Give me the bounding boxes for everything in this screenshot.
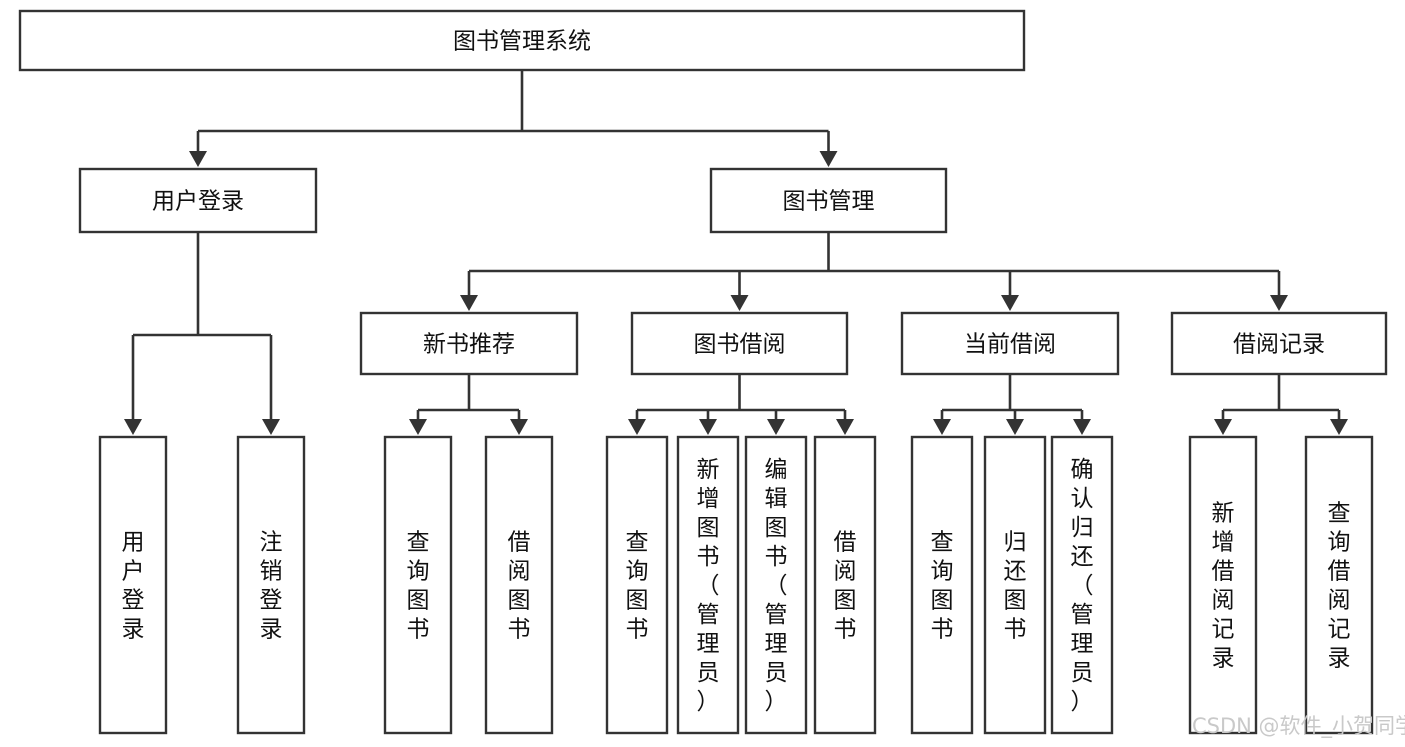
arrow-icon-root-0 [189, 151, 207, 167]
arrow-icon-current-borrow-2 [1073, 419, 1091, 435]
node-box-current-borrow[interactable] [900, 311, 1120, 376]
node-label-leaf-borrow-book: 借阅图书 [834, 530, 857, 643]
csdn-watermark: CSDN @软件_小贺同学 [1192, 714, 1405, 739]
arrow-icon-user-login-1 [262, 419, 280, 435]
node-leaf-add-borrow-record[interactable]: 新增借阅记录 [1188, 435, 1258, 735]
node-box-book-management[interactable] [709, 167, 948, 234]
arrow-icon-current-borrow-1 [1006, 419, 1024, 435]
node-box-leaf-borrow-book[interactable] [813, 435, 877, 735]
node-box-leaf-borrow-book-recommend[interactable] [484, 435, 554, 735]
node-layer: 图书管理系统用户登录图书管理新书推荐图书借阅当前借阅借阅记录用户登录注销登录查询… [18, 9, 1388, 735]
node-box-root[interactable] [18, 9, 1026, 72]
node-book-management[interactable]: 图书管理 [709, 167, 948, 234]
arrow-icon-book-borrow-3 [836, 419, 854, 435]
node-current-borrow[interactable]: 当前借阅 [900, 311, 1120, 376]
node-label-leaf-user-login: 用户登录 [122, 530, 145, 643]
node-book-borrow[interactable]: 图书借阅 [630, 311, 849, 376]
node-leaf-query-borrow-record[interactable]: 查询借阅记录 [1304, 435, 1374, 735]
watermark-layer: CSDN @软件_小贺同学 [1192, 714, 1405, 739]
node-leaf-query-book-recommend[interactable]: 查询图书 [383, 435, 453, 735]
node-label-leaf-user-logout: 注销登录 [260, 530, 283, 643]
node-box-leaf-user-logout[interactable] [236, 435, 306, 735]
node-box-leaf-add-borrow-record[interactable] [1188, 435, 1258, 735]
arrow-icon-book-management-0 [460, 295, 478, 311]
node-label-leaf-query-book-current: 查询图书 [931, 530, 954, 643]
arrow-icon-borrow-record-0 [1214, 419, 1232, 435]
arrow-icon-user-login-0 [124, 419, 142, 435]
node-leaf-return-book[interactable]: 归还图书 [983, 435, 1047, 735]
arrow-icon-borrow-record-1 [1330, 419, 1348, 435]
node-label-borrow-record: 借阅记录 [1233, 332, 1325, 358]
node-leaf-borrow-book[interactable]: 借阅图书 [813, 435, 877, 735]
node-label-root: 图书管理系统 [453, 29, 591, 55]
arrow-icon-book-borrow-2 [767, 419, 785, 435]
node-leaf-borrow-book-recommend[interactable]: 借阅图书 [484, 435, 554, 735]
node-label-current-borrow: 当前借阅 [964, 332, 1056, 358]
node-root[interactable]: 图书管理系统 [18, 9, 1026, 72]
node-box-leaf-query-borrow-record[interactable] [1304, 435, 1374, 735]
node-label-leaf-return-book: 归还图书 [1004, 530, 1027, 643]
node-label-user-login: 用户登录 [152, 189, 244, 215]
arrow-icon-book-management-3 [1270, 295, 1288, 311]
node-label-leaf-borrow-book-recommend: 借阅图书 [508, 530, 531, 643]
arrow-icon-book-management-2 [1001, 295, 1019, 311]
node-label-new-book-recommend: 新书推荐 [423, 332, 515, 358]
node-label-leaf-confirm-return-admin: 确认归还（管理员） [1071, 457, 1094, 715]
node-label-leaf-edit-book-admin: 编辑图书（管理员） [765, 457, 788, 715]
node-user-login[interactable]: 用户登录 [78, 167, 318, 234]
node-label-leaf-query-borrow-record: 查询借阅记录 [1328, 501, 1351, 672]
node-borrow-record[interactable]: 借阅记录 [1170, 311, 1388, 376]
node-label-leaf-query-book-recommend: 查询图书 [407, 530, 430, 643]
node-label-leaf-query-book-borrow: 查询图书 [626, 530, 649, 643]
node-leaf-query-book-borrow[interactable]: 查询图书 [605, 435, 669, 735]
arrow-icon-current-borrow-0 [933, 419, 951, 435]
node-label-book-borrow: 图书借阅 [694, 332, 786, 358]
node-leaf-confirm-return-admin[interactable]: 确认归还（管理员） [1050, 435, 1114, 735]
node-box-leaf-edit-book-admin[interactable] [744, 435, 808, 735]
node-label-leaf-add-borrow-record: 新增借阅记录 [1212, 501, 1235, 672]
node-box-leaf-user-login[interactable] [98, 435, 168, 735]
node-leaf-user-login[interactable]: 用户登录 [98, 435, 168, 735]
connector-layer [124, 70, 1348, 435]
node-box-new-book-recommend[interactable] [359, 311, 579, 376]
node-box-leaf-query-book-recommend[interactable] [383, 435, 453, 735]
node-box-leaf-query-book-borrow[interactable] [605, 435, 669, 735]
node-box-leaf-return-book[interactable] [983, 435, 1047, 735]
arrow-icon-new-book-recommend-1 [510, 419, 528, 435]
arrow-icon-new-book-recommend-0 [409, 419, 427, 435]
node-new-book-recommend[interactable]: 新书推荐 [359, 311, 579, 376]
node-leaf-query-book-current[interactable]: 查询图书 [910, 435, 974, 735]
node-box-user-login[interactable] [78, 167, 318, 234]
node-label-leaf-add-book-admin: 新增图书（管理员） [697, 457, 720, 715]
node-leaf-add-book-admin[interactable]: 新增图书（管理员） [676, 435, 740, 735]
node-box-borrow-record[interactable] [1170, 311, 1388, 376]
node-label-book-management: 图书管理 [783, 189, 875, 215]
node-box-book-borrow[interactable] [630, 311, 849, 376]
node-leaf-edit-book-admin[interactable]: 编辑图书（管理员） [744, 435, 808, 735]
node-box-leaf-query-book-current[interactable] [910, 435, 974, 735]
arrow-icon-book-borrow-1 [699, 419, 717, 435]
node-box-leaf-confirm-return-admin[interactable] [1050, 435, 1114, 735]
node-leaf-user-logout[interactable]: 注销登录 [236, 435, 306, 735]
node-box-leaf-add-book-admin[interactable] [676, 435, 740, 735]
arrow-icon-book-management-1 [730, 295, 749, 311]
arrow-icon-root-1 [819, 151, 838, 167]
arrow-icon-book-borrow-0 [628, 419, 646, 435]
